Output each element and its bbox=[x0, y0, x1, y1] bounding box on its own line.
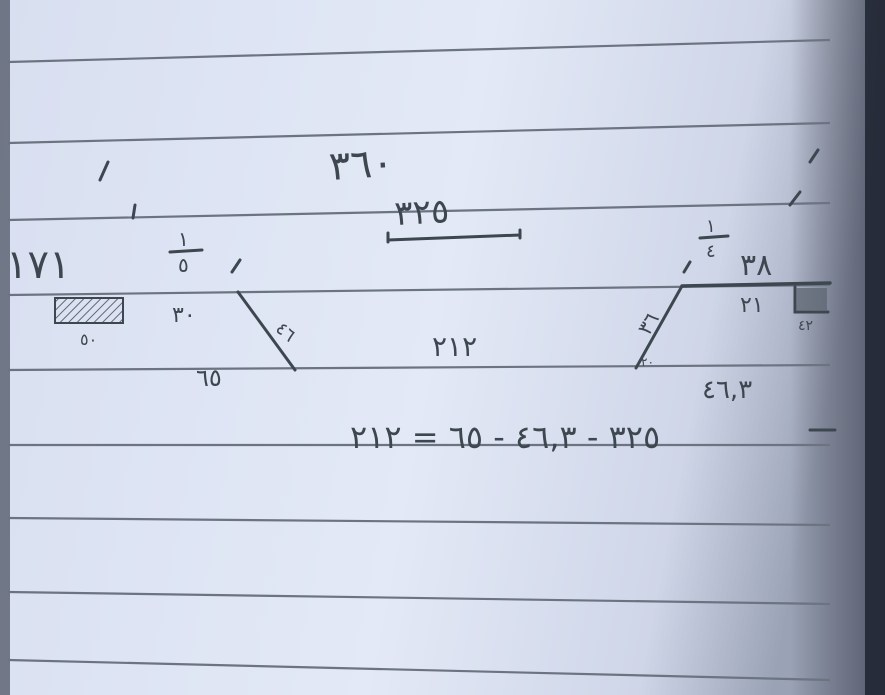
trap-right-bottom-corner-label: ٢٠ bbox=[641, 355, 654, 369]
stray-mark bbox=[788, 190, 802, 207]
underline-stroke bbox=[386, 228, 522, 244]
trap-under-right-label: ٤٦,٣ bbox=[702, 375, 752, 405]
left-hatched-box bbox=[54, 297, 124, 324]
ruled-line bbox=[7, 363, 831, 372]
trap-right-top-label: ٢١ bbox=[740, 293, 764, 318]
right-trapezoid-top bbox=[680, 281, 832, 288]
trap-left-bottom-label: ٦٥ bbox=[196, 364, 222, 392]
dark-border-right bbox=[865, 0, 885, 695]
fraction-bar-left bbox=[168, 248, 204, 254]
right-shaded-corner bbox=[796, 288, 827, 311]
row-right-fraction-den: ٤ bbox=[706, 241, 716, 262]
trap-right-corner-label: ٤٢ bbox=[798, 318, 813, 334]
row-right-fraction-num: ١ bbox=[706, 216, 716, 237]
ruled-line bbox=[7, 516, 831, 527]
top-numbers-text: ٣٦٠ bbox=[327, 140, 395, 190]
stray-mark bbox=[98, 160, 110, 182]
trap-mid-label: ٢١٢ bbox=[432, 330, 477, 363]
sum-value-text: ٣٢٥ bbox=[393, 191, 450, 234]
ruled-line bbox=[7, 590, 831, 606]
ruled-line bbox=[7, 201, 831, 222]
trap-left-box-label: ٥٠ bbox=[80, 330, 97, 349]
row-left-fraction-den: ٥ bbox=[178, 253, 189, 277]
stray-mark bbox=[682, 260, 692, 274]
right-corner-box bbox=[793, 285, 830, 314]
left-trapezoid-side bbox=[236, 290, 297, 372]
row-right-value-text: ٣٨ bbox=[740, 248, 772, 283]
stray-mark bbox=[230, 258, 242, 274]
right-trapezoid-side bbox=[634, 284, 684, 370]
trap-left-top-label: ٣٠ bbox=[172, 303, 196, 328]
row-left-number-text: ١٧١ bbox=[6, 242, 70, 288]
ruled-line bbox=[7, 121, 831, 145]
fraction-bar-right bbox=[698, 234, 730, 240]
ruled-line bbox=[7, 658, 831, 682]
dark-border-left bbox=[0, 0, 10, 695]
stray-mark bbox=[131, 203, 137, 220]
equation-text: ٣٢٥ - ٤٦,٣ - ٦٥ = ٢١٢ bbox=[350, 418, 660, 456]
stray-mark bbox=[808, 148, 820, 164]
pencil-strokes bbox=[98, 148, 832, 372]
ruled-line bbox=[7, 38, 831, 64]
row-left-fraction-num: ١ bbox=[178, 227, 189, 251]
